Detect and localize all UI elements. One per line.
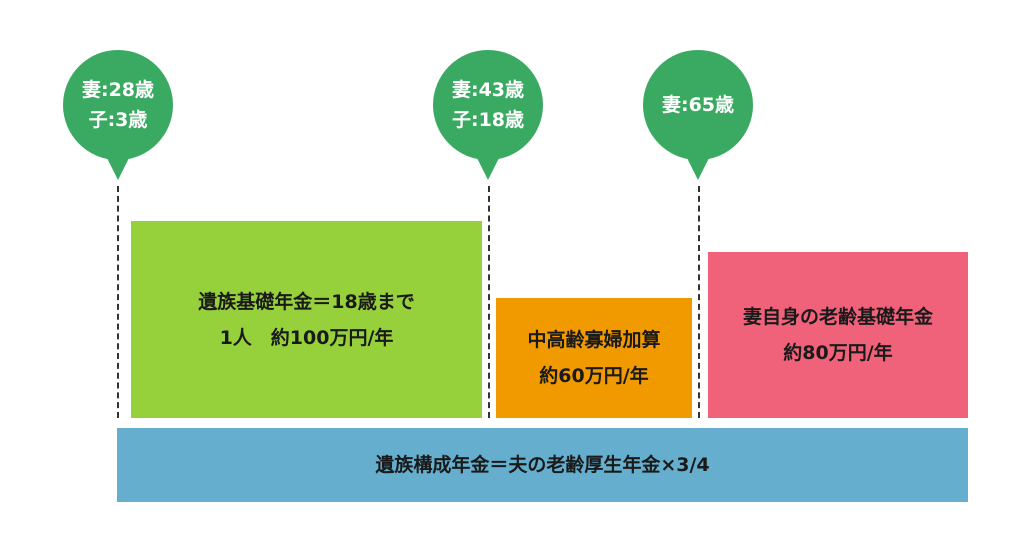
marker-label-line: 子:3歳 [88, 109, 148, 131]
block-label-line: 遺族構成年金＝夫の老齢厚生年金×3/4 [375, 454, 710, 476]
survivors-employees-pension-block: 遺族構成年金＝夫の老齢厚生年金×3/4 [117, 428, 968, 502]
block-label-line: 妻自身の老齢基礎年金 [742, 306, 933, 328]
marker-age-43: 妻:43歳 子:18歳 [433, 50, 543, 180]
block-label-line: 中高齢寡婦加算 [527, 329, 661, 351]
map-pin-icon [63, 50, 173, 180]
own-old-age-pension-block: 妻自身の老齢基礎年金 約80万円/年 [708, 252, 968, 418]
marker-label-line: 妻:65歳 [661, 94, 735, 116]
marker-label-line: 妻:28歳 [81, 79, 155, 101]
block-label-line: 約80万円/年 [783, 342, 893, 364]
marker-age-65: 妻:65歳 [643, 50, 753, 180]
marker-age-28: 妻:28歳 子:3歳 [63, 50, 173, 180]
block-label-line: 遺族基礎年金＝18歳まで [198, 290, 415, 313]
block-label-line: 約60万円/年 [539, 365, 649, 387]
middle-aged-widow-addition-block: 中高齢寡婦加算 約60万円/年 [496, 298, 692, 418]
map-pin-icon [433, 50, 543, 180]
marker-label-line: 妻:43歳 [451, 79, 525, 101]
timeline-divider [488, 186, 490, 418]
timeline-divider [117, 186, 119, 418]
timeline-divider [698, 186, 700, 418]
survivors-basic-pension-block: 遺族基礎年金＝18歳まで 1人 約100万円/年 [131, 221, 482, 418]
map-pin-icon [643, 50, 753, 180]
block-label-line: 1人 約100万円/年 [219, 326, 394, 349]
marker-label-line: 子:18歳 [451, 109, 525, 131]
